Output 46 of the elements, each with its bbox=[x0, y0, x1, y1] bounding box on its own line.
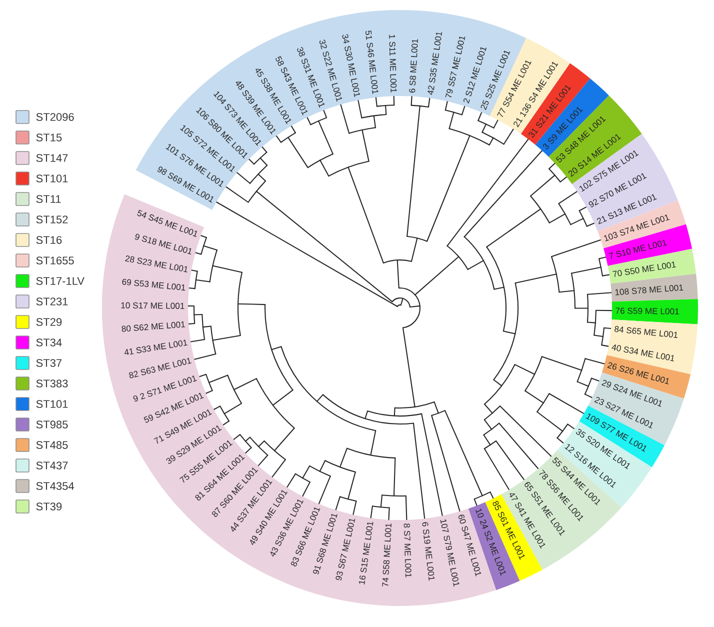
leaf-label: 9 S18 ME L001 bbox=[134, 234, 192, 255]
leaf-label: 69 S53 ME L001 bbox=[122, 278, 186, 291]
leaf-label: 8 S7 ME L001 bbox=[404, 524, 412, 578]
legend-label: ST485 bbox=[36, 441, 68, 449]
leaf-label: 108 S78 ME L001 bbox=[615, 284, 684, 296]
legend-label: ST17-1LV bbox=[36, 277, 84, 285]
leaf-label: 80 S62 ME L001 bbox=[122, 321, 186, 332]
legend-label: ST34 bbox=[36, 338, 62, 346]
legend-label: ST16 bbox=[36, 236, 62, 244]
legend-label: ST4354 bbox=[36, 482, 74, 490]
leaf-label: 41 S33 ME L001 bbox=[124, 340, 188, 355]
leaf-label: 76 S59 ME L001 bbox=[616, 308, 679, 314]
legend-label: ST11 bbox=[36, 195, 61, 203]
legend-label: ST2096 bbox=[36, 113, 74, 121]
leaf-label: 51 S46 ME L001 bbox=[365, 30, 378, 94]
legend-label: ST101 bbox=[36, 400, 68, 408]
legend-label: ST29 bbox=[36, 318, 62, 326]
leaf-label: 6 S8 ME L001 bbox=[409, 39, 418, 93]
legend-label: ST37 bbox=[36, 359, 62, 367]
leaf-label: 79 S57 ME L001 bbox=[445, 36, 466, 98]
legend-label: ST231 bbox=[36, 298, 68, 306]
legend-label: ST152 bbox=[36, 216, 68, 224]
leaf-label: 16 S15 ME L001 bbox=[358, 522, 374, 584]
leaf-label: 6 S19 ME L001 bbox=[422, 522, 435, 581]
legend-label: ST437 bbox=[36, 462, 68, 470]
leaf-label: 93 S67 ME L001 bbox=[336, 518, 356, 580]
leaf-label: 1 S11 ME L001 bbox=[389, 34, 397, 92]
leaf-label: 70 S50 ME L001 bbox=[612, 262, 676, 277]
leaf-label: 28 S23 ME L001 bbox=[125, 256, 188, 272]
leaf-label: 10 S17 ME L001 bbox=[121, 302, 184, 309]
leaf-label: 82 S63 ME L001 bbox=[129, 358, 192, 378]
leaf-label: 84 S65 ME L001 bbox=[614, 326, 678, 338]
sector-band bbox=[612, 298, 698, 324]
legend-label: ST383 bbox=[36, 380, 68, 388]
leaf-label: 7 S10 ME L001 bbox=[608, 240, 667, 259]
legend-label: ST1655 bbox=[36, 256, 74, 264]
leaf-label: 34 S30 ME L001 bbox=[342, 34, 360, 98]
leaf-label: 107 S79 ME L001 bbox=[440, 519, 460, 587]
legend-label: ST147 bbox=[36, 154, 68, 162]
leaf-label: 42 S35 ME L001 bbox=[428, 32, 442, 95]
leaf-label: 40 S34 ME L001 bbox=[612, 344, 674, 362]
legend-label: ST15 bbox=[36, 134, 62, 142]
legend-label: ST101 bbox=[36, 174, 68, 182]
leaf-label: 74 S58 ME L001 bbox=[382, 524, 392, 586]
legend-label: ST985 bbox=[36, 420, 68, 428]
legend-label: ST39 bbox=[36, 502, 62, 510]
